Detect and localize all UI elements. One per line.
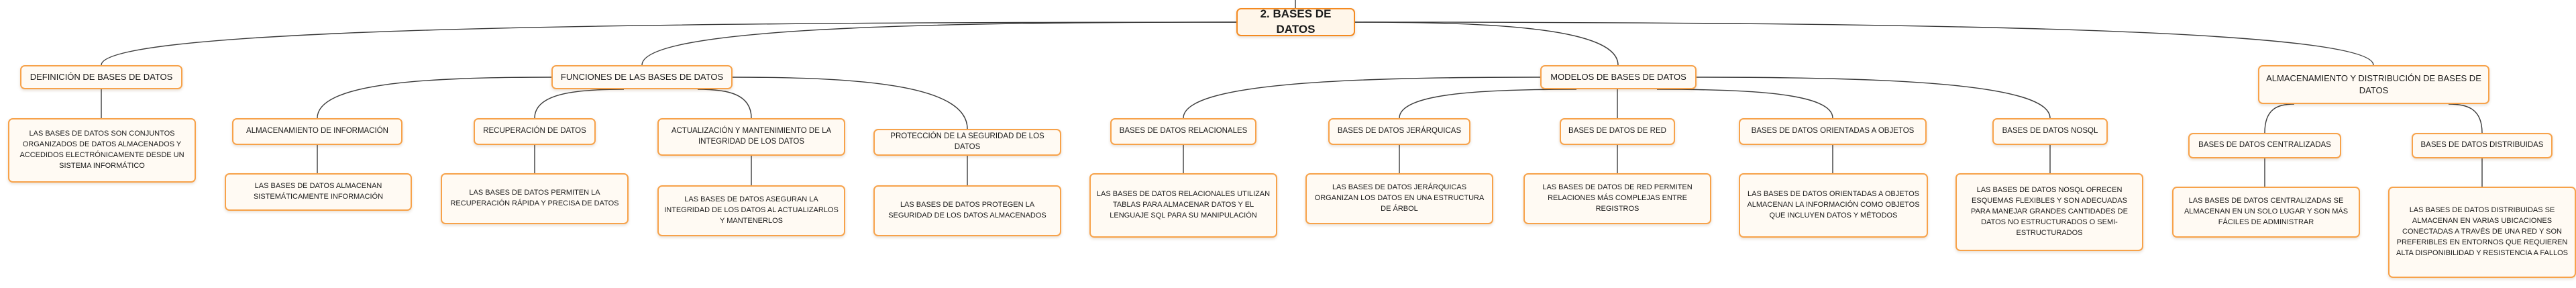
edge-modelos-jerarquicas [1399,89,1577,119]
desc-jerarquicas: LAS BASES DE DATOS JERÁRQUICAS ORGANIZAN… [1305,173,1493,224]
edge-modelos-nosql [1696,77,2051,119]
node-red[interactable]: BASES DE DATOS DE RED [1560,118,1675,145]
edge-root-almacenamiento [1354,21,2374,66]
node-definicion[interactable]: DEFINICIÓN DE BASES DE DATOS [20,65,182,89]
edge-funciones-proteccion [732,77,968,130]
node-nosql[interactable]: BASES DE DATOS NOSQL [1992,118,2108,145]
desc-red: LAS BASES DE DATOS DE RED PERMITEN RELAC… [1523,173,1711,224]
desc-almacenamiento-informacion: LAS BASES DE DATOS ALMACENAN SISTEMÁTICA… [225,173,412,211]
desc-centralizadas: LAS BASES DE DATOS CENTRALIZADAS SE ALMA… [2172,187,2360,238]
root-node[interactable]: 2. BASES DE DATOS [1236,7,1355,36]
desc-distribuidas: LAS BASES DE DATOS DISTRIBUIDAS SE ALMAC… [2388,187,2576,278]
node-recuperacion-datos[interactable]: RECUPERACIÓN DE DATOS [474,118,596,145]
edge-root-funciones [641,21,1237,66]
node-relacionales[interactable]: BASES DE DATOS RELACIONALES [1110,118,1256,145]
node-distribuidas[interactable]: BASES DE DATOS DISTRIBUIDAS [2412,133,2553,158]
edge-almac-distribuidas [2448,103,2483,134]
edge-root-definicion [101,21,1237,66]
node-orientadas-objetos[interactable]: BASES DE DATOS ORIENTADAS A OBJETOS [1739,118,1927,145]
edge-almac-centralizadas [2264,103,2295,134]
node-almacenamiento-informacion[interactable]: ALMACENAMIENTO DE INFORMACIÓN [232,118,402,145]
desc-proteccion-seguridad: LAS BASES DE DATOS PROTEGEN LA SEGURIDAD… [873,185,1061,236]
edge-funciones-almacenamiento [317,77,552,119]
desc-relacionales: LAS BASES DE DATOS RELACIONALES UTILIZAN… [1089,173,1277,238]
edge-root-modelos [1354,21,1619,66]
desc-nosql: LAS BASES DE DATOS NOSQL OFRECEN ESQUEMA… [1955,173,2143,251]
edge-funciones-actualizacion [697,89,752,119]
node-funciones[interactable]: FUNCIONES DE LAS BASES DE DATOS [551,65,733,89]
desc-definicion: LAS BASES DE DATOS SON CONJUNTOS ORGANIZ… [8,118,196,183]
desc-recuperacion-datos: LAS BASES DE DATOS PERMITEN LA RECUPERAC… [441,173,629,224]
desc-actualizacion-integridad: LAS BASES DE DATOS ASEGURAN LA INTEGRIDA… [657,185,845,236]
node-modelos[interactable]: MODELOS DE BASES DE DATOS [1540,65,1697,89]
node-proteccion-seguridad[interactable]: PROTECCIÓN DE LA SEGURIDAD DE LOS DATOS [873,129,1061,156]
node-almacenamiento-distribucion[interactable]: ALMACENAMIENTO Y DISTRIBUCIÓN DE BASES D… [2258,65,2489,104]
node-jerarquicas[interactable]: BASES DE DATOS JERÁRQUICAS [1328,118,1470,145]
edge-modelos-objetos [1656,89,1833,119]
desc-orientadas-objetos: LAS BASES DE DATOS ORIENTADAS A OBJETOS … [1739,173,1928,238]
edge-modelos-relacionales [1183,77,1541,119]
edge-funciones-recuperacion [534,89,625,119]
node-centralizadas[interactable]: BASES DE DATOS CENTRALIZADAS [2188,133,2341,158]
node-actualizacion-integridad[interactable]: ACTUALIZACIÓN Y MANTENIMIENTO DE LA INTE… [657,118,845,156]
